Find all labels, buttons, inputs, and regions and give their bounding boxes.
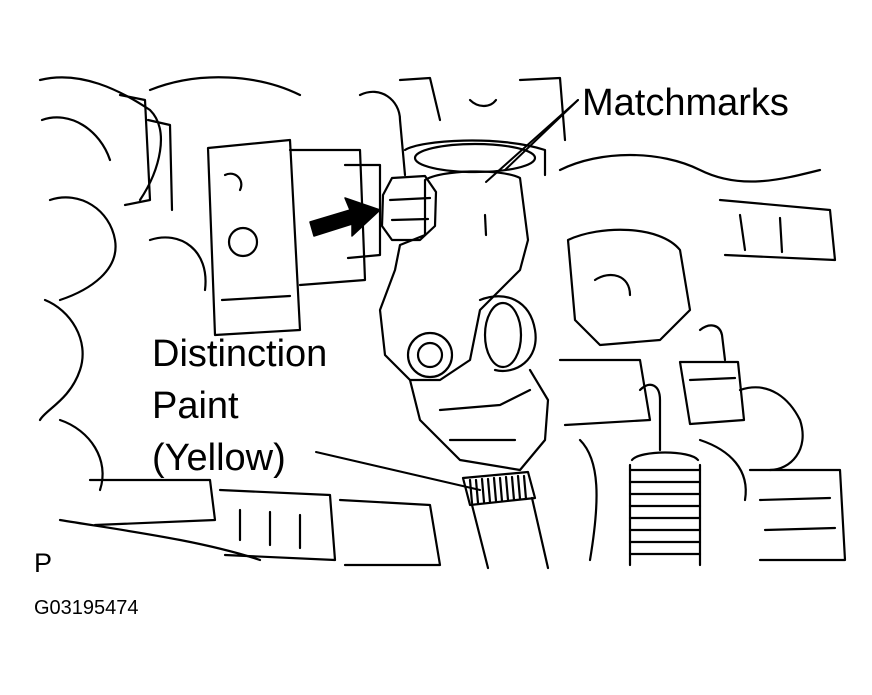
figure-code: G03195474 xyxy=(34,597,139,619)
distinction-paint-label-line1: Distinction xyxy=(152,333,328,375)
background-linework-left xyxy=(38,76,442,567)
mounting-bracket xyxy=(206,76,442,337)
bolt-indicator-arrow xyxy=(309,197,381,237)
matchmarks-label: Matchmarks xyxy=(582,82,789,124)
distinction-paint-label-line2: Paint xyxy=(152,385,239,427)
distinction-paint-label-line3: (Yellow) xyxy=(152,437,286,479)
view-letter: P xyxy=(34,548,53,578)
joint-bolt xyxy=(380,174,438,242)
intermediate-shaft xyxy=(461,470,550,570)
return-spring xyxy=(628,383,702,567)
matchmarks-leader-lines xyxy=(485,99,579,183)
universal-joint-yoke xyxy=(378,170,550,472)
column-housing xyxy=(403,76,567,177)
distinction-paint-leader-line xyxy=(315,451,481,491)
background-linework-right xyxy=(558,153,847,562)
distinction-paint-label: Distinction Paint (Yellow) xyxy=(152,328,327,484)
